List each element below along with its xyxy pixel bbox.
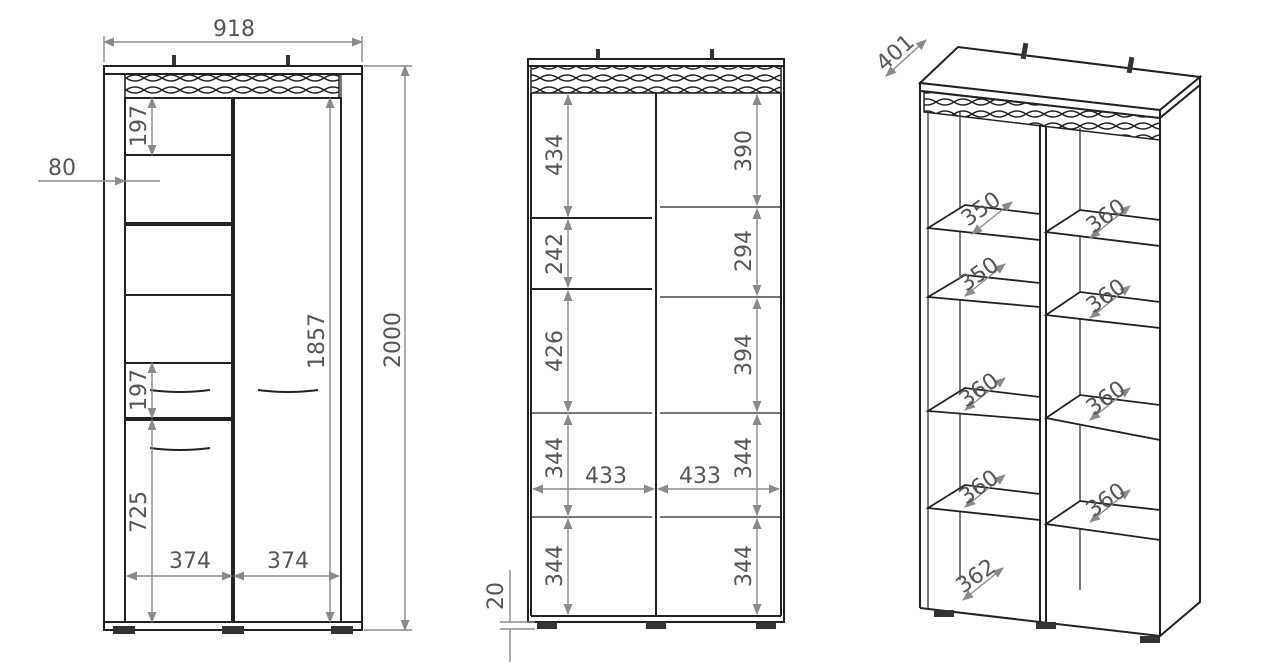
dim-depth-line (885, 39, 927, 77)
dim-right-inner-label: 374 (267, 549, 309, 574)
label-bg (304, 314, 326, 368)
iso-side (1159, 82, 1201, 639)
dim-foot-label: 20 (484, 582, 509, 610)
dim-line (964, 263, 1006, 297)
dim-height-label: 2000 (381, 312, 406, 368)
hanger-left (172, 55, 176, 65)
dim-width-label: 918 (213, 17, 255, 42)
front-closed-view: 918 2000 1857 80 197 197 725 374 374 (38, 17, 412, 634)
dim-right-2: 394 (732, 334, 757, 376)
dim-left-inner-label: 374 (169, 549, 211, 574)
hanger-right (710, 49, 714, 59)
isometric-view: 401 350 350 360 360 362 360 360 360 360 (872, 30, 1203, 643)
dim-line (1089, 285, 1131, 319)
glass-panel-2 (124, 224, 233, 296)
dim-line (1089, 205, 1131, 239)
front-open-view: 434 242 426 344 344 390 294 394 344 344 … (484, 49, 785, 662)
hanger-left (596, 49, 600, 59)
dim-depth-label: 401 (872, 30, 920, 77)
wave-decor-strip (124, 73, 340, 99)
dim-top-label: 197 (127, 105, 152, 147)
dim-line (1089, 387, 1131, 421)
foot (1140, 636, 1160, 643)
foot (1036, 622, 1056, 629)
dim-drawer-label: 197 (127, 369, 152, 411)
open-wave-decor (530, 65, 782, 94)
iso-hanger (1020, 42, 1029, 60)
iso-hanger (1126, 56, 1135, 74)
dim-line (964, 377, 1006, 411)
dim-left-1: 242 (543, 233, 568, 275)
hanger-right (286, 55, 290, 65)
dim-left-4: 344 (543, 545, 568, 587)
foot (646, 622, 666, 629)
dim-left-2: 426 (543, 330, 568, 372)
dim-line (964, 474, 1006, 508)
dim-right-1: 294 (732, 230, 757, 272)
dim-left-0: 434 (543, 134, 568, 176)
dim-right-3: 344 (732, 437, 757, 479)
left-bottom-door (124, 419, 233, 623)
dim-bottom-door-label: 725 (127, 491, 152, 533)
foot (222, 626, 244, 634)
dim-inner-label: 1857 (305, 313, 330, 369)
right-door-handle (257, 389, 319, 393)
dim-80-label: 80 (48, 156, 76, 181)
dim-line (971, 201, 1013, 235)
iso-left-4: 362 (952, 554, 1001, 599)
foot (113, 626, 135, 634)
glass-panel-3 (124, 294, 233, 364)
dim-right-0: 390 (732, 130, 757, 172)
dim-width-left: 433 (585, 464, 627, 489)
dim-right-4: 344 (732, 545, 757, 587)
dim-line (962, 567, 1004, 601)
dim-width-right: 433 (679, 464, 721, 489)
foot (934, 610, 954, 617)
open-top-panel (527, 58, 785, 67)
foot (537, 622, 557, 629)
dim-left-3: 344 (543, 437, 568, 479)
drawer-front (124, 362, 233, 419)
foot (331, 626, 353, 634)
foot (756, 622, 776, 629)
left-top-door (124, 97, 233, 156)
glass-panel-1 (124, 154, 233, 224)
top-panel (103, 65, 363, 75)
dim-line (1089, 489, 1131, 523)
